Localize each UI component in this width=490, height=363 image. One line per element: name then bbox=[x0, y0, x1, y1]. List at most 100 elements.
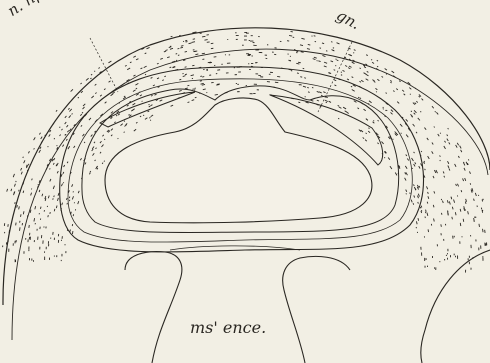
stipple-mark bbox=[75, 209, 76, 210]
stipple-mark bbox=[48, 134, 50, 137]
stipple-mark bbox=[44, 210, 45, 212]
stipple-mark bbox=[62, 254, 63, 257]
stipple-mark bbox=[80, 158, 82, 161]
stipple-mark bbox=[272, 52, 274, 53]
stipple-mark bbox=[193, 49, 195, 50]
stipple-mark bbox=[424, 258, 425, 261]
stipple-mark bbox=[157, 63, 159, 65]
stipple-mark bbox=[253, 45, 256, 46]
stipple-mark bbox=[194, 89, 195, 90]
stipple-mark bbox=[73, 191, 74, 192]
stipple-mark bbox=[40, 136, 42, 139]
stipple-mark bbox=[61, 129, 63, 131]
stipple-mark bbox=[473, 257, 474, 259]
stipple-mark bbox=[28, 164, 29, 166]
stipple-mark bbox=[310, 100, 313, 102]
stipple-mark bbox=[52, 232, 53, 235]
stipple-mark bbox=[447, 258, 448, 260]
stipple-mark bbox=[15, 223, 16, 226]
stipple-mark bbox=[455, 184, 457, 186]
stipple-mark bbox=[450, 255, 451, 257]
stipple-mark bbox=[120, 123, 123, 126]
stipple-mark bbox=[425, 210, 426, 212]
stipple-mark bbox=[179, 90, 182, 92]
stipple-mark bbox=[393, 90, 395, 92]
stipple-mark bbox=[274, 54, 276, 55]
stipple-mark bbox=[140, 67, 142, 69]
stipple-mark bbox=[117, 138, 118, 139]
stipple-mark bbox=[235, 32, 237, 33]
stipple-mark bbox=[399, 80, 401, 82]
stipple-mark bbox=[15, 259, 16, 262]
stipple-mark bbox=[358, 97, 360, 99]
stipple-mark bbox=[33, 148, 34, 150]
stipple-mark bbox=[441, 233, 442, 235]
stipple-mark bbox=[28, 151, 30, 153]
stipple-mark bbox=[69, 109, 72, 112]
stipple-mark bbox=[209, 75, 211, 76]
stipple-mark bbox=[365, 78, 368, 80]
stipple-mark bbox=[437, 244, 438, 246]
stipple-mark bbox=[242, 45, 244, 46]
stipple-mark bbox=[237, 91, 240, 92]
stipple-mark bbox=[425, 216, 426, 218]
stipple-mark bbox=[144, 66, 147, 68]
stipple-mark bbox=[34, 240, 35, 242]
stipple-mark bbox=[226, 72, 229, 73]
stipple-mark bbox=[133, 75, 136, 77]
stipple-mark bbox=[421, 98, 423, 100]
stipple-mark bbox=[14, 202, 15, 204]
stipple-mark bbox=[225, 54, 226, 55]
stipple-mark bbox=[53, 195, 54, 197]
stipple-mark bbox=[427, 213, 429, 217]
stipple-mark bbox=[237, 84, 239, 85]
stipple-mark bbox=[335, 59, 336, 60]
leader-line-npv bbox=[90, 38, 118, 92]
stipple-mark bbox=[363, 109, 366, 111]
stipple-mark bbox=[104, 160, 105, 161]
stipple-mark bbox=[261, 67, 263, 68]
stipple-mark bbox=[47, 206, 48, 207]
stipple-mark bbox=[54, 138, 55, 140]
stipple-mark bbox=[324, 62, 327, 64]
stipple-mark bbox=[326, 102, 328, 103]
stipple-mark bbox=[470, 183, 471, 185]
stipple-mark bbox=[482, 256, 483, 257]
stipple-mark bbox=[455, 212, 457, 215]
stipple-mark bbox=[80, 114, 82, 116]
stipple-mark bbox=[195, 97, 197, 98]
stipple-mark bbox=[191, 74, 195, 76]
stipple-mark bbox=[83, 104, 86, 107]
stipple-mark bbox=[303, 68, 305, 69]
stipple-mark bbox=[333, 79, 336, 81]
stipple-mark bbox=[104, 139, 105, 140]
stipple-mark bbox=[432, 106, 434, 109]
stipple-mark bbox=[437, 134, 439, 137]
stipple-mark bbox=[371, 59, 372, 60]
stipple-mark bbox=[56, 145, 57, 146]
stipple-mark bbox=[253, 93, 255, 94]
stipple-mark bbox=[124, 120, 125, 121]
stipple-mark bbox=[405, 189, 407, 192]
stipple-mark bbox=[192, 78, 193, 79]
stipple-mark bbox=[4, 232, 5, 233]
stipple-mark bbox=[431, 224, 432, 226]
stipple-mark bbox=[367, 71, 369, 73]
stipple-mark bbox=[211, 43, 214, 44]
stipple-mark bbox=[63, 172, 65, 174]
stipple-mark bbox=[61, 203, 63, 206]
stipple-mark bbox=[94, 141, 96, 143]
stipple-mark bbox=[131, 109, 134, 111]
stipple-mark bbox=[345, 58, 348, 60]
stipple-mark bbox=[34, 218, 36, 222]
stipple-mark bbox=[312, 87, 314, 88]
stipple-mark bbox=[37, 237, 38, 240]
stipple-mark bbox=[100, 141, 102, 143]
stipple-mark bbox=[133, 89, 136, 91]
stipple-mark bbox=[334, 85, 336, 87]
stipple-mark bbox=[305, 96, 306, 97]
stipple-mark bbox=[251, 63, 253, 64]
stipple-mark bbox=[143, 115, 144, 116]
stipple-mark bbox=[414, 162, 416, 164]
stipple-mark bbox=[74, 202, 75, 203]
